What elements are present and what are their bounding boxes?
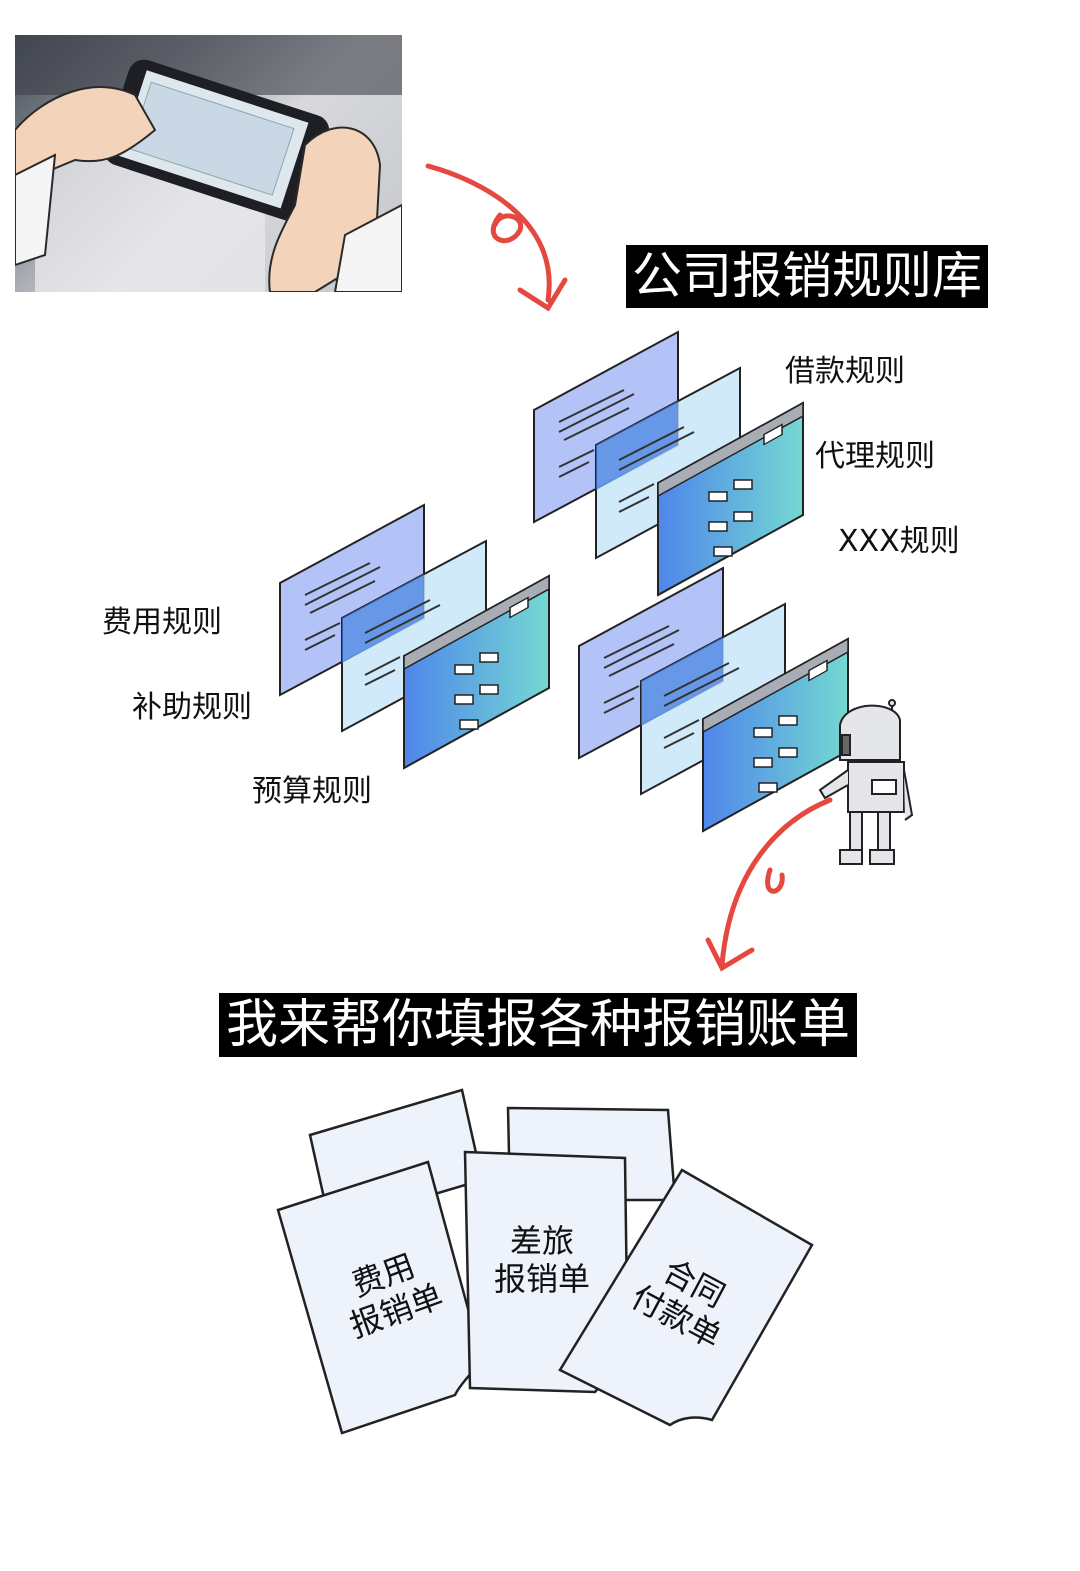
library-title: 公司报销规则库 [626, 245, 988, 308]
rule-label-budget: 预算规则 [252, 774, 372, 809]
rule-stack-right[interactable] [578, 567, 849, 832]
arrow-to-forms [705, 797, 833, 972]
phone-scan-photo [15, 35, 402, 292]
rule-label-xxx: XXX规则 [838, 524, 960, 559]
rule-label-loan: 借款规则 [785, 354, 905, 389]
rule-stack-left[interactable] [279, 504, 550, 769]
robot-icon [818, 699, 914, 865]
arrow-to-library [425, 163, 568, 312]
forms-pile [276, 1088, 814, 1435]
rule-stack-top[interactable] [533, 331, 804, 596]
assist-title: 我来帮你填报各种报销账单 [219, 993, 857, 1057]
form-label-line2: 报销单 [493, 1260, 590, 1299]
rule-label-agency: 代理规则 [815, 439, 935, 474]
form-label-travel: 差旅 报销单 [482, 1222, 602, 1299]
form-paper-contract [558, 1168, 814, 1427]
rule-label-expense: 费用规则 [102, 605, 222, 640]
form-label-line1: 差旅 [509, 1222, 574, 1260]
rule-label-subsidy: 补助规则 [132, 690, 252, 725]
